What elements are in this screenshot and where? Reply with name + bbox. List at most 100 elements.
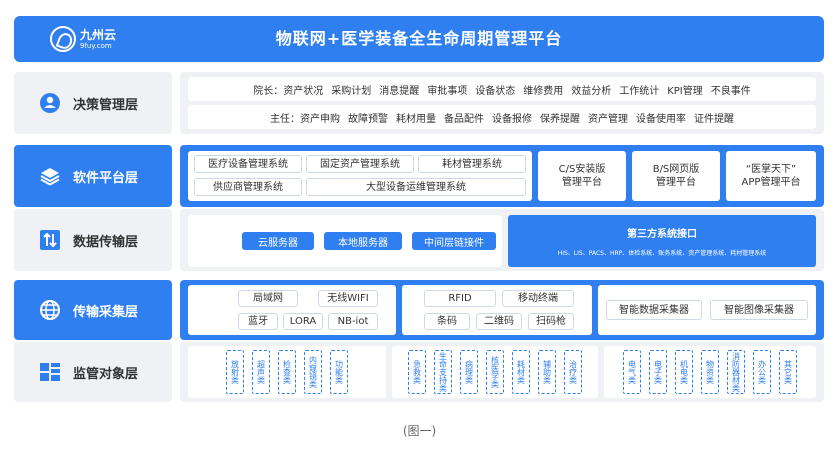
transmission-content: 云服务器 本地服务器 中间层链接件 第三方系统接口 HIS、LIS、PACS、H… (180, 209, 824, 271)
monitored-category: 内窥镜类 (304, 350, 322, 394)
local-server: 本地服务器 (324, 232, 402, 250)
person-icon (39, 92, 61, 114)
chief-item: 设备报修 (492, 113, 532, 125)
chief-item: 主任：资产申购 (270, 113, 340, 125)
nb-iot: NB-iot (328, 313, 378, 330)
monitored-category: 办公类 (753, 350, 771, 394)
monitored-category: 放射类 (226, 350, 244, 394)
monitored-category: 检查类 (278, 350, 296, 394)
logo-name: 九州云 (80, 27, 117, 42)
monitored-category: 其它类 (779, 350, 797, 394)
layer-label-monitor: 监管对象层 (14, 342, 172, 402)
director-item: 院长：资产状况 (253, 85, 324, 97)
monitor-content: 放射类超声类检查类内窥镜类功能类 急救类生命支持类病理类核医学类耗材类辅助类治疗… (180, 342, 824, 402)
layer-title: 软件平台层 (73, 170, 139, 186)
wifi: 无线WIFI (318, 290, 378, 307)
third-party-title: 第三方系统接口 (627, 229, 697, 240)
chief-row: 主任：资产申购故障预警耗材用量备品配件设备报修保养提醒资产管理设备使用率证件提醒 (188, 105, 816, 129)
director-item: 工作统计 (619, 85, 660, 97)
mobile-terminal: 移动终端 (502, 290, 574, 307)
monitor-group-medical: 放射类超声类检查类内窥镜类功能类 (188, 346, 386, 398)
cloud-server: 云服务器 (242, 232, 314, 250)
lan: 局域网 (238, 290, 298, 307)
monitored-category: 物资类 (701, 350, 719, 394)
servers-panel: 云服务器 本地服务器 中间层链接件 (188, 215, 502, 267)
software-systems-panel: 医疗设备管理系统 固定资产管理系统 耗材管理系统 供应商管理系统 大型设备运维管… (188, 151, 532, 201)
large-equipment-system: 大型设备运维管理系统 (306, 178, 526, 196)
monitored-category: 电气类 (623, 350, 641, 394)
layer-label-collection: 传输采集层 (14, 280, 172, 340)
chief-item: 耗材用量 (396, 113, 436, 125)
monitored-category: 超声类 (252, 350, 270, 394)
layer-monitor: 监管对象层 放射类超声类检查类内窥镜类功能类 急救类生命支持类病理类核医学类耗材… (14, 342, 824, 402)
network-panel: 局域网 无线WIFI 蓝牙 LORA NB-iot (188, 285, 396, 335)
chief-item: 资产管理 (588, 113, 628, 125)
third-party-interface: 第三方系统接口 HIS、LIS、PACS、HRP、体检系统、账务系统、资产管理系… (508, 215, 816, 267)
grid-icon (39, 361, 61, 383)
chief-item: 备品配件 (444, 113, 484, 125)
rfid: RFID (424, 290, 496, 307)
cs-platform: C/S安装版 管理平台 (538, 151, 626, 201)
collection-content: 局域网 无线WIFI 蓝牙 LORA NB-iot RFID 移动终端 条码 二… (180, 280, 824, 340)
layer-title: 决策管理层 (73, 97, 139, 113)
decision-content: 院长：资产状况采购计划消息提醒审批事项设备状态维修费用效益分析工作统计 KPI管理… (180, 72, 824, 134)
layer-label-software: 软件平台层 (14, 145, 172, 207)
barcode: 条码 (424, 313, 470, 330)
monitored-category: 治疗类 (564, 350, 582, 394)
identification-panel: RFID 移动终端 条码 二维码 扫码枪 (402, 285, 592, 335)
logo: 九州云 9fuy.com (50, 25, 116, 53)
medical-device-system: 医疗设备管理系统 (194, 155, 302, 173)
director-item: 维修费用 (523, 85, 564, 97)
logo-domain: 9fuy.com (80, 41, 112, 50)
supplier-system: 供应商管理系统 (194, 178, 302, 196)
monitored-category: 耗材类 (512, 350, 530, 394)
director-item: 审批事项 (427, 85, 468, 97)
monitor-group-general: 电气类电子类机电类物资类消防器材类办公类其它类 (604, 346, 816, 398)
monitored-category: 辅助类 (538, 350, 556, 394)
middleware-connector: 中间层链接件 (412, 232, 496, 250)
third-party-systems: HIS、LIS、PACS、HRP、体检系统、账务系统、资产管理系统、耗材管理系统 (557, 250, 767, 257)
layer-label-decision: 决策管理层 (14, 72, 172, 134)
chief-item: 设备使用率 (636, 113, 686, 125)
qr-code: 二维码 (476, 313, 522, 330)
monitored-category: 病理类 (460, 350, 478, 394)
monitored-category: 机电类 (675, 350, 693, 394)
bluetooth: 蓝牙 (238, 313, 278, 330)
smart-image-collector: 智能图像采集器 (710, 300, 808, 320)
chief-item: 保养提醒 (540, 113, 580, 125)
director-item: 效益分析 (571, 85, 612, 97)
monitored-category: 核医学类 (486, 350, 504, 394)
chief-item: 故障预警 (348, 113, 388, 125)
bs-platform: B/S网页版 管理平台 (632, 151, 720, 201)
app-platform: “医掌天下” APP管理平台 (726, 151, 816, 201)
page-title: 物联网+医学装备全生命周期管理平台 (275, 29, 563, 48)
director-item: KPI管理 (667, 85, 703, 97)
director-item: 设备状态 (475, 85, 516, 97)
director-item: 不良事件 (710, 85, 751, 97)
globe-icon (39, 299, 61, 321)
consumables-system: 耗材管理系统 (418, 155, 526, 173)
scanner-gun: 扫码枪 (528, 313, 574, 330)
director-item: 采购计划 (331, 85, 372, 97)
layer-title: 传输采集层 (73, 304, 139, 320)
monitored-category: 电子类 (649, 350, 667, 394)
layers-icon (39, 165, 61, 187)
monitored-category: 生命支持类 (434, 350, 452, 394)
platform-diagram: 九州云 9fuy.com 物联网+医学装备全生命周期管理平台 决策管理层 院长：… (14, 16, 824, 404)
director-row: 院长：资产状况采购计划消息提醒审批事项设备状态维修费用效益分析工作统计 KPI管理… (188, 77, 816, 101)
layer-collection: 传输采集层 局域网 无线WIFI 蓝牙 LORA NB-iot RFID 移动终… (14, 280, 824, 340)
layer-software: 软件平台层 医疗设备管理系统 固定资产管理系统 耗材管理系统 供应商管理系统 大… (14, 145, 824, 207)
chief-item: 证件提醒 (694, 113, 734, 125)
collector-panel: 智能数据采集器 智能图像采集器 (598, 285, 816, 335)
lora: LORA (283, 313, 323, 330)
fixed-asset-system: 固定资产管理系统 (306, 155, 414, 173)
layer-transmission: 数据传输层 云服务器 本地服务器 中间层链接件 第三方系统接口 HIS、LIS、… (14, 209, 824, 271)
director-item: 消息提醒 (379, 85, 420, 97)
monitor-group-clinical: 急救类生命支持类病理类核医学类耗材类辅助类治疗类 (392, 346, 598, 398)
smart-data-collector: 智能数据采集器 (606, 300, 702, 320)
layer-title: 数据传输层 (73, 234, 139, 250)
monitored-category: 功能类 (330, 350, 348, 394)
monitored-category: 急救类 (408, 350, 426, 394)
logo-icon (50, 26, 76, 52)
figure-caption: (图一) (402, 424, 437, 438)
